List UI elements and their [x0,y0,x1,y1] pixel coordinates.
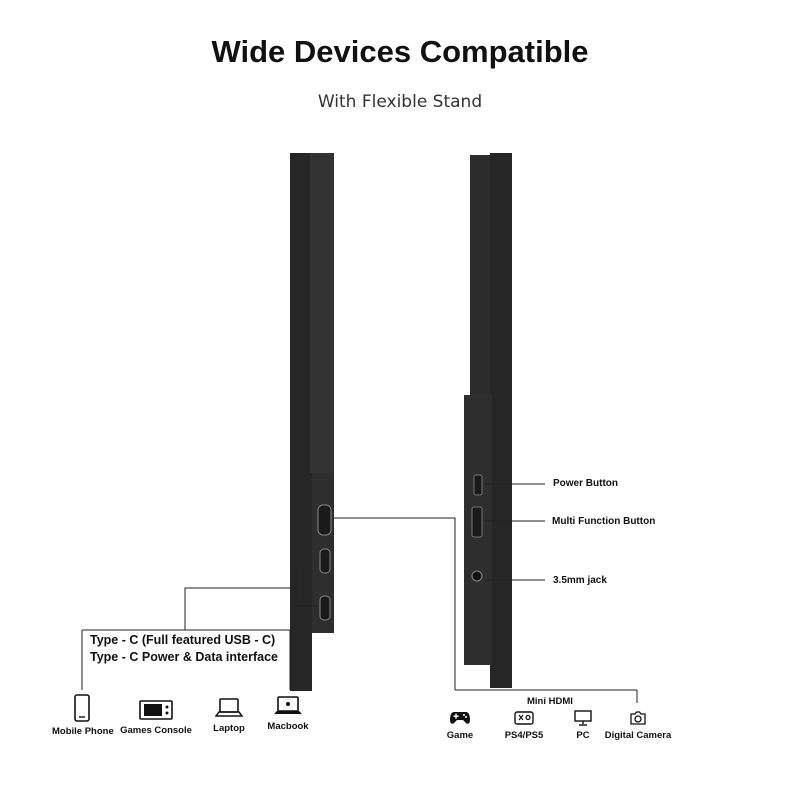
right-device-screen-edge [490,153,512,688]
ps-console-icon [514,711,534,725]
device-mobile-phone: Mobile Phone [52,694,114,737]
usb-c-port-full [317,504,332,536]
left-device-side-view [290,153,334,691]
pc-monitor-icon [574,710,592,726]
audio-jack [471,570,483,582]
left-device-stand [310,153,334,473]
device-game: Game [438,710,482,741]
mini-hdmi-label: Mini HDMI [527,696,573,707]
usb-c-port-power [319,548,331,574]
power-button-label: Power Button [553,478,618,489]
right-connector-lines [334,483,638,703]
left-device-screen-edge [290,153,312,691]
power-button [473,474,483,496]
multi-function-button [471,506,483,538]
mobile-phone-icon [74,694,90,722]
macbook-icon [274,696,302,714]
laptop-icon [215,698,243,717]
device-pc: PC [566,710,600,741]
camera-icon [630,711,646,725]
type-c-full-label: Type - C (Full featured USB - C) [90,633,276,647]
device-macbook: Macbook [263,695,313,732]
multi-function-button-label: Multi Function Button [552,516,656,527]
page-subtitle: With Flexible Stand [317,92,483,112]
device-games-console: Games Console [120,699,192,736]
page-title: Wide Devices Compatible [211,34,589,69]
gamepad-icon [450,712,470,724]
games-console-icon [139,700,173,720]
device-digital-camera: Digital Camera [602,710,674,741]
jack-label: 3.5mm jack [553,575,607,586]
type-c-description: Type - C (Full featured USB - C) Type - … [90,632,278,666]
type-c-power-label: Type - C Power & Data interface [90,650,279,664]
device-laptop: Laptop [205,697,253,734]
right-device-side-view [464,153,512,688]
usb-c-port-data [319,595,331,621]
right-device-stand-upper [470,155,492,395]
left-connector-lines [81,568,318,690]
device-ps4-ps5: PS4/PS5 [498,710,550,741]
